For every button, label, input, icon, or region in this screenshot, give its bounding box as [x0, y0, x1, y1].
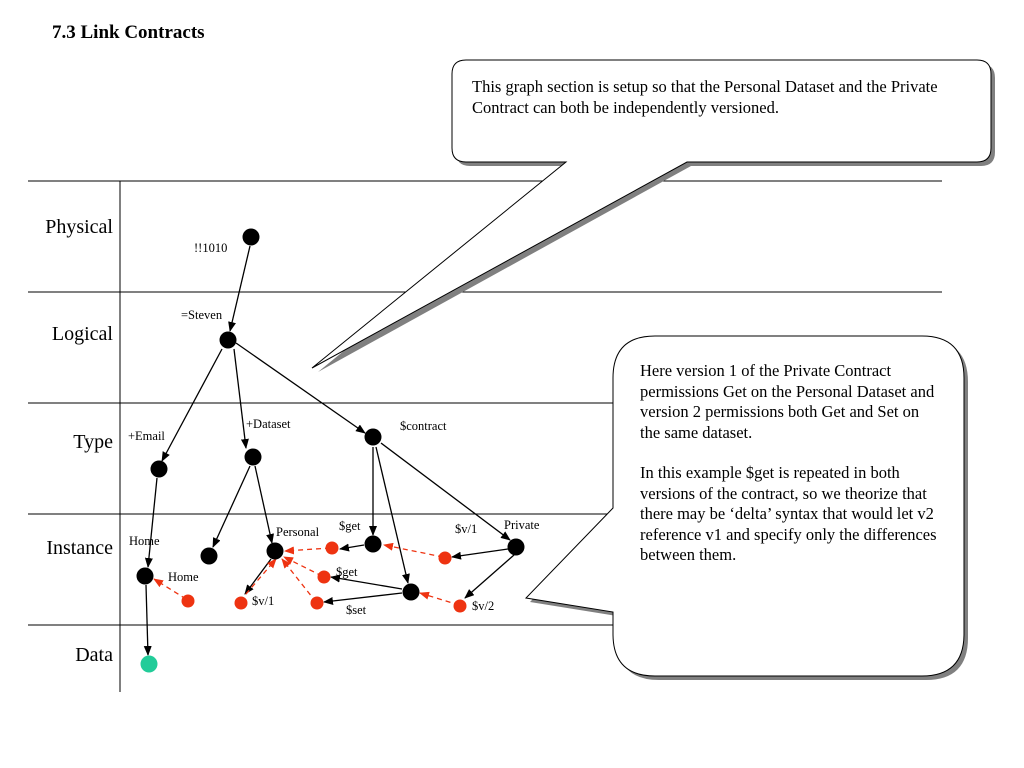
- callout-top-shape: [311, 59, 992, 369]
- node-labels: !!1010 =Steven +Email +Dataset $contract…: [128, 241, 540, 617]
- row-label-instance: Instance: [46, 537, 113, 559]
- node-steven: [219, 331, 237, 349]
- node-contract-v1-instance: [438, 551, 452, 565]
- node-home: [136, 567, 154, 585]
- edge-1010-steven: [228, 245, 251, 332]
- edge-home2-home: [153, 578, 187, 600]
- node-v1-instance: [234, 596, 248, 610]
- edges-red-dashed: [153, 542, 460, 606]
- label-personal: Personal: [276, 525, 320, 539]
- label-home2: Home: [168, 570, 199, 584]
- callout-right-text: Here version 1 of the Private Contract p…: [640, 361, 940, 566]
- node-get-instance: [325, 541, 339, 555]
- edge-get-personal: [284, 546, 331, 555]
- edge-v2-node2: [419, 591, 460, 606]
- edge-steven-contract: [235, 342, 366, 434]
- node-get1: [364, 535, 382, 553]
- label-v1: $v/1: [455, 522, 477, 536]
- node-private: [507, 538, 525, 556]
- row-label-data: Data: [75, 644, 113, 666]
- label-get2: $get: [336, 565, 358, 579]
- nodes: [136, 228, 525, 673]
- label-dataset: +Dataset: [246, 417, 291, 431]
- edge-contract-node2: [375, 446, 410, 584]
- label-1010: !!1010: [194, 241, 227, 255]
- edge-get2-personal: [283, 556, 323, 577]
- label-sv2: $v/2: [472, 599, 494, 613]
- callout-top: [311, 59, 995, 372]
- label-contract: $contract: [400, 419, 447, 433]
- edge-v1r-get1: [383, 542, 444, 558]
- edge-get1-get: [339, 543, 365, 552]
- edge-email-home: [144, 477, 158, 568]
- node-data: [140, 655, 158, 673]
- node-home2: [200, 547, 218, 565]
- edge-set-personal: [281, 558, 317, 603]
- edge-steven-dataset: [233, 348, 249, 449]
- row-label-logical: Logical: [52, 323, 114, 345]
- row-label-physical: Physical: [45, 216, 113, 238]
- callout-top-text: This graph section is setup so that the …: [472, 77, 972, 118]
- node-get2-instance: [317, 570, 331, 584]
- node-email: [150, 460, 168, 478]
- edge-dataset-home2: [212, 465, 251, 548]
- node-home-instance: [181, 594, 195, 608]
- edge-node2-get: [330, 574, 403, 590]
- label-email: +Email: [128, 429, 165, 443]
- edge-v1-personal: [239, 558, 277, 602]
- row-label-type: Type: [73, 431, 113, 453]
- label-sv1: $v/1: [252, 594, 274, 608]
- node-contract-v2: [402, 583, 420, 601]
- node-personal: [266, 542, 284, 560]
- edge-private-v2: [464, 554, 515, 599]
- page-title: 7.3 Link Contracts: [52, 22, 205, 43]
- callout-right-shape: [524, 335, 965, 677]
- node-set-instance: [310, 596, 324, 610]
- callout-right: [524, 335, 968, 680]
- edge-node2-set: [323, 592, 403, 605]
- node-dataset: [244, 448, 262, 466]
- label-set: $set: [346, 603, 367, 617]
- label-get1: $get: [339, 519, 361, 533]
- callout-right-paragraph-1: Here version 1 of the Private Contract p…: [640, 361, 935, 442]
- node-1010: [242, 228, 260, 246]
- node-contract-v2-instance: [453, 599, 467, 613]
- label-home: Home: [129, 534, 160, 548]
- edge-home-data: [143, 584, 152, 656]
- edge-contract-private: [380, 442, 511, 541]
- edges-black: [143, 245, 515, 656]
- callout-right-paragraph-2: In this example $get is repeated in both…: [640, 463, 937, 564]
- edge-private-v1: [451, 548, 509, 560]
- label-steven: =Steven: [181, 308, 223, 322]
- edge-dataset-personal: [254, 465, 274, 544]
- callout-top-paragraph: This graph section is setup so that the …: [472, 77, 938, 117]
- edge-personal-v1: [244, 558, 272, 595]
- edge-steven-email: [161, 348, 223, 462]
- node-contract: [364, 428, 382, 446]
- label-private: Private: [504, 518, 540, 532]
